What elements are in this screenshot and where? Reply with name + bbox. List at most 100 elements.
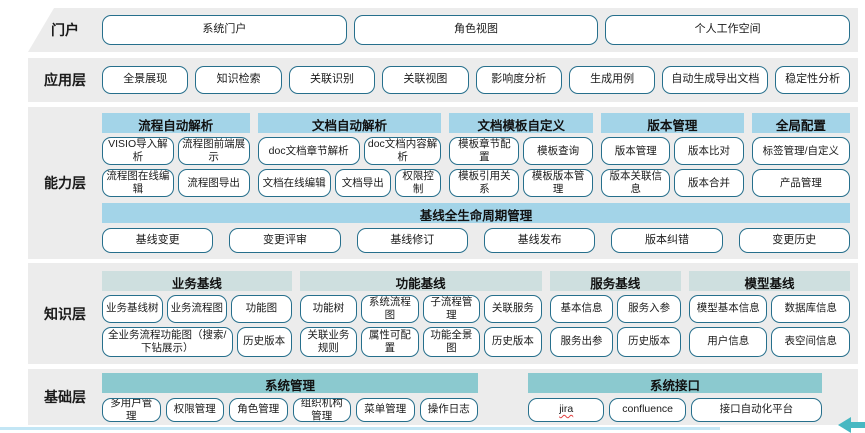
- capability-box: 版本合并: [674, 169, 744, 197]
- knowledge-box: 全业务流程功能图（搜索/下钻展示）: [102, 326, 233, 357]
- capability-group-process-parsing: 流程自动解析 VISIO导入解析 流程图前端展示 流程图在线编辑 流程图导出: [102, 113, 250, 197]
- portal-content: 系统门户 角色视图 个人工作空间: [102, 8, 858, 52]
- knowledge-box: 功能全景图: [422, 326, 481, 357]
- capability-box: 版本管理: [601, 137, 671, 165]
- knowledge-group-business-baseline: 业务基线 业务基线树 业务流程图 功能图 全业务流程功能图（搜索/下钻展示） 历…: [102, 270, 292, 357]
- foundation-group-system-mgmt: 系统管理 多用户管理 权限管理 角色管理 组织机构管理 菜单管理 操作日志: [102, 372, 478, 422]
- knowledge-box: 表空间信息: [771, 326, 850, 357]
- capability-group-version-mgmt: 版本管理 版本管理 版本比对 版本关联信息 版本合并: [601, 113, 744, 197]
- knowledge-box: 数据库信息: [771, 294, 850, 323]
- foundation-box: 接口自动化平台: [690, 397, 822, 422]
- capability-box: 版本关联信息: [601, 169, 671, 197]
- foundation-box: 组织机构管理: [292, 397, 351, 422]
- capability-box: 文档导出: [334, 169, 391, 197]
- knowledge-box: 历史版本: [236, 326, 292, 357]
- capability-content: 流程自动解析 VISIO导入解析 流程图前端展示 流程图在线编辑 流程图导出 文…: [102, 107, 858, 259]
- layer-band-portal: 门户 系统门户 角色视图 个人工作空间: [28, 8, 858, 52]
- foundation-box-confluence: confluence: [609, 397, 686, 422]
- knowledge-box: 功能树: [299, 294, 358, 323]
- capability-group-header: 全局配置: [751, 113, 851, 133]
- left-arrow-icon: [838, 417, 851, 433]
- baseline-box: 变更评审: [229, 228, 341, 253]
- capability-box: 模板章节配置: [449, 137, 520, 165]
- knowledge-box: 关联业务规则: [299, 326, 358, 357]
- baseline-lifecycle-section: 基线全生命周期管理 基线变更 变更评审 基线修订 基线发布 版本纠错 变更历史: [102, 203, 850, 253]
- application-content: 全景展现 知识检索 关联识别 关联视图 影响度分析 生成用例 自动生成导出文档 …: [102, 58, 858, 102]
- foundation-box: 多用户管理: [102, 397, 161, 422]
- foundation-group-header: 系统接口: [528, 372, 822, 393]
- knowledge-box: 用户信息: [688, 326, 768, 357]
- jira-label: jira: [559, 403, 574, 416]
- capability-box-row: 版本关联信息 版本合并: [601, 169, 744, 197]
- capability-box: doc文档内容解析: [363, 137, 442, 165]
- capability-box-row: 版本管理 版本比对: [601, 137, 744, 165]
- portal-box: 角色视图: [353, 15, 599, 45]
- knowledge-box: 业务流程图: [166, 294, 228, 323]
- foundation-content: 系统管理 多用户管理 权限管理 角色管理 组织机构管理 菜单管理 操作日志 系统…: [102, 369, 858, 425]
- foundation-box-jira: jira: [528, 397, 605, 422]
- layer-band-application: 应用层 全景展现 知识检索 关联识别 关联视图 影响度分析 生成用例 自动生成导…: [28, 58, 858, 102]
- baseline-lifecycle-header: 基线全生命周期管理: [102, 203, 850, 223]
- foundation-group-system-interface: 系统接口 jira confluence 接口自动化平台: [528, 372, 822, 422]
- knowledge-group-function-baseline: 功能基线 功能树 系统流程图 子流程管理 关联服务 关联业务规则 属性可配置 功…: [299, 270, 542, 357]
- knowledge-box: 服务出参: [549, 326, 614, 357]
- knowledge-group-header: 服务基线: [549, 270, 681, 291]
- portal-box: 个人工作空间: [605, 15, 851, 45]
- layer-band-capability: 能力层 流程自动解析 VISIO导入解析 流程图前端展示 流程图在线编辑 流程图…: [28, 107, 858, 259]
- knowledge-group-model-baseline: 模型基线 模型基本信息 数据库信息 用户信息 表空间信息: [688, 270, 850, 357]
- layer-label-portal: 门户: [51, 22, 79, 38]
- bottom-accent-line: [0, 427, 720, 430]
- layer-label-application: 应用层: [44, 72, 86, 88]
- knowledge-group-service-baseline: 服务基线 基本信息 服务入参 服务出参 历史版本: [549, 270, 681, 357]
- capability-box: 模板查询: [523, 137, 594, 165]
- knowledge-box-row: 基本信息 服务入参: [549, 294, 681, 323]
- baseline-box: 基线变更: [102, 228, 214, 253]
- capability-box: 流程图导出: [177, 169, 250, 197]
- capability-group-global-config: 全局配置 标签管理/自定义 产品管理: [751, 113, 851, 197]
- knowledge-box-row: 业务基线树 业务流程图 功能图: [102, 294, 292, 323]
- baseline-box: 版本纠错: [611, 228, 723, 253]
- capability-group-header: 文档模板自定义: [449, 113, 594, 133]
- application-box: 生成用例: [568, 66, 656, 94]
- knowledge-box-row: 功能树 系统流程图 子流程管理 关联服务: [299, 294, 542, 323]
- foundation-box-row: jira confluence 接口自动化平台: [528, 397, 822, 422]
- knowledge-box-row: 关联业务规则 属性可配置 功能全景图 历史版本: [299, 326, 542, 357]
- capability-box: 版本比对: [674, 137, 744, 165]
- knowledge-box: 系统流程图: [361, 294, 419, 323]
- knowledge-box: 服务入参: [617, 294, 681, 323]
- knowledge-box-row: 全业务流程功能图（搜索/下钻展示） 历史版本: [102, 326, 292, 357]
- knowledge-box: 功能图: [231, 294, 292, 323]
- application-box: 关联视图: [382, 66, 469, 94]
- baseline-box: 基线发布: [483, 228, 596, 253]
- layer-label-foundation: 基础层: [44, 389, 86, 405]
- capability-box: 流程图在线编辑: [102, 169, 174, 197]
- foundation-box: 权限管理: [165, 397, 224, 422]
- application-box: 自动生成导出文档: [662, 66, 769, 94]
- capability-group-header: 版本管理: [601, 113, 744, 133]
- capability-group-template-custom: 文档模板自定义 模板章节配置 模板查询 模板引用关系 模板版本管理: [449, 113, 594, 197]
- capability-box: doc文档章节解析: [257, 137, 360, 165]
- knowledge-group-header: 功能基线: [299, 270, 542, 291]
- capability-box: 模板版本管理: [523, 169, 594, 197]
- application-box: 稳定性分析: [775, 66, 850, 94]
- knowledge-box: 关联服务: [484, 294, 542, 323]
- capability-box: 流程图前端展示: [177, 137, 250, 165]
- capability-box-row: 文档在线编辑 文档导出 权限控制: [257, 169, 442, 197]
- knowledge-box-row: 服务出参 历史版本: [549, 326, 681, 357]
- knowledge-group-header: 模型基线: [688, 270, 850, 291]
- knowledge-box: 子流程管理: [422, 294, 481, 323]
- baseline-box: 变更历史: [738, 228, 850, 253]
- layer-label-knowledge: 知识层: [44, 305, 86, 322]
- foundation-box: 操作日志: [419, 397, 478, 422]
- capability-group-doc-parsing: 文档自动解析 doc文档章节解析 doc文档内容解析 文档在线编辑 文档导出 权…: [257, 113, 442, 197]
- layer-band-foundation: 基础层 系统管理 多用户管理 权限管理 角色管理 组织机构管理 菜单管理 操作日…: [28, 369, 858, 425]
- foundation-groups: 系统管理 多用户管理 权限管理 角色管理 组织机构管理 菜单管理 操作日志 系统…: [102, 372, 850, 422]
- layer-band-knowledge: 知识层 业务基线 业务基线树 业务流程图 功能图 全业务流程功能图（搜索/下钻展…: [28, 263, 858, 364]
- foundation-box: 菜单管理: [356, 397, 415, 422]
- knowledge-box: 模型基本信息: [688, 294, 768, 323]
- knowledge-box-row: 模型基本信息 数据库信息: [688, 294, 850, 323]
- portal-box: 系统门户: [102, 15, 347, 45]
- capability-box: 模板引用关系: [449, 169, 520, 197]
- knowledge-group-header: 业务基线: [102, 270, 292, 291]
